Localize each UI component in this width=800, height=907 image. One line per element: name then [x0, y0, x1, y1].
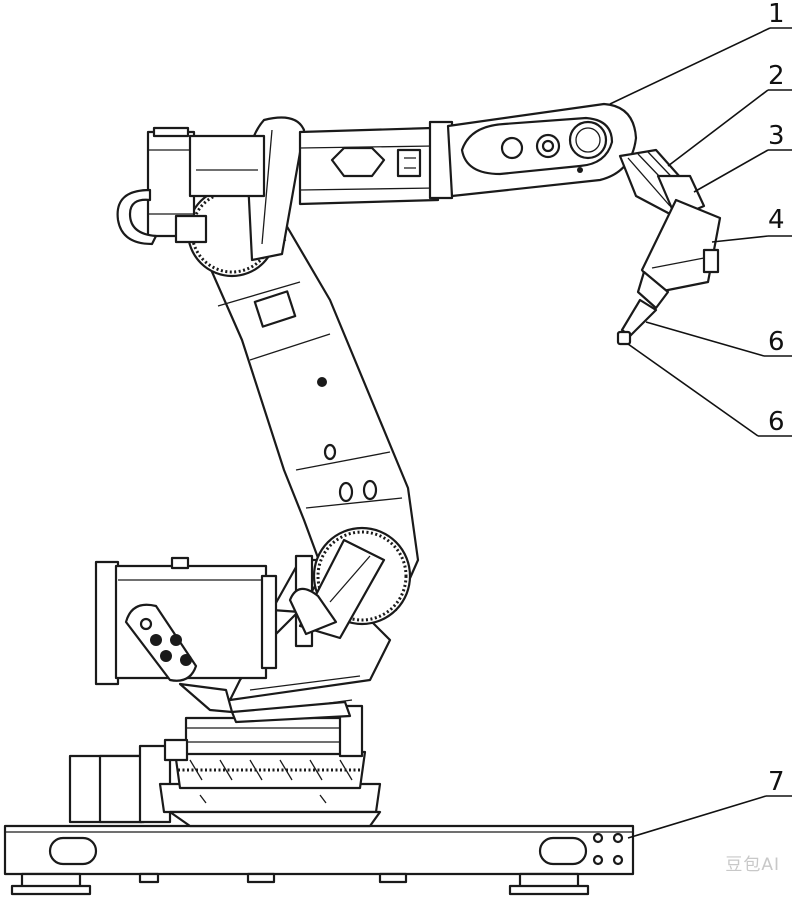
- leader-lines: [609, 27, 792, 839]
- robot-base: [68, 704, 382, 828]
- callout-label-1: 1: [768, 0, 785, 29]
- lower-arm: [196, 216, 420, 640]
- callout-label-2: 2: [768, 61, 785, 91]
- callout-label-4: 4: [768, 205, 785, 235]
- callout-label-7: 7: [768, 767, 785, 797]
- callout-label-6: 6: [768, 407, 785, 437]
- callout-label-5: 6: [768, 327, 785, 357]
- upper-arm: [298, 102, 638, 206]
- lower-motor: [94, 556, 278, 714]
- end-effector: [616, 198, 722, 346]
- watermark: 豆包AI: [725, 855, 780, 875]
- shoulder-joint: [116, 116, 306, 278]
- base-platform: [3, 824, 635, 896]
- callout-label-3: 3: [768, 121, 785, 151]
